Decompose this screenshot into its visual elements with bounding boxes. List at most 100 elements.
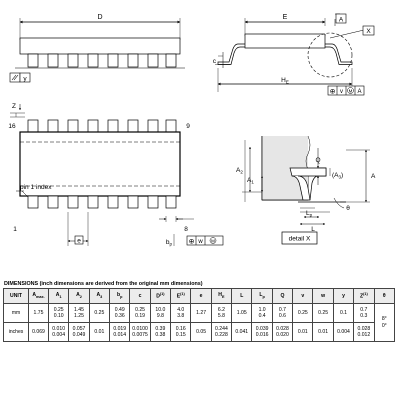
label-w: w	[197, 239, 203, 245]
table-caption: DIMENSIONS (inch dimensions are derived …	[4, 281, 203, 287]
mmc-circle-icon	[347, 87, 354, 94]
label-v-M: M	[349, 88, 353, 93]
table-header-cell: E(1)	[170, 288, 192, 304]
table-cell: 0.01	[88, 322, 111, 342]
table-cell: 0.25	[88, 303, 111, 323]
detail-x-view	[242, 135, 370, 245]
table-cell: 0.25	[292, 303, 314, 323]
label-c: c	[213, 58, 217, 65]
label-D: D	[97, 14, 102, 21]
label-theta: θ	[346, 205, 350, 212]
parallelism-icon	[11, 74, 19, 81]
table-header-cell: Amax.	[28, 288, 49, 304]
table-cell: 0.1	[332, 303, 355, 323]
label-v: v	[340, 89, 343, 95]
table-header-cell: HE	[210, 288, 233, 304]
detail-x-label: detail X	[289, 236, 311, 243]
label-A-datum-top: A	[339, 17, 344, 24]
end-view	[215, 13, 375, 96]
table-cell: 0.05	[190, 322, 212, 342]
label-e: e	[77, 238, 81, 245]
table-cell: 1.75	[28, 303, 49, 323]
table-header-cell: Lp	[251, 288, 273, 304]
table-cell: 0.01	[312, 322, 334, 342]
mmc-circle-icon	[209, 237, 217, 244]
pin-1-index-label: pin 1 index	[20, 184, 52, 191]
table-header-cell: e	[190, 288, 212, 304]
pin-8-label: 8	[184, 226, 188, 233]
table-header-cell: v	[292, 288, 314, 304]
table-cell: 0.004	[332, 322, 355, 342]
table-cell: 0.01	[292, 322, 314, 342]
table-header-cell: bp	[109, 288, 131, 304]
table-cell: 0.041	[231, 322, 253, 342]
table-header-cell: A2	[68, 288, 90, 304]
table-cell: 0.069	[28, 322, 49, 342]
table-header-cell: L	[231, 288, 253, 304]
unit-cell: inches	[3, 322, 29, 342]
label-L: L	[311, 226, 315, 233]
pin-9-label: 9	[186, 123, 190, 130]
label-e-box	[74, 235, 84, 245]
position-symbol-icon: ⊕	[330, 88, 336, 95]
table-header-cell: D(1)	[149, 288, 172, 304]
table-header-cell: θ	[373, 288, 395, 304]
label-A-datum: A	[357, 89, 361, 95]
table-cell: 1.27	[190, 303, 212, 323]
label-A2: A2	[236, 167, 243, 175]
table-header-cell: A3	[88, 288, 111, 304]
table-header-cell: Q	[271, 288, 294, 304]
pin-1-label: 1	[13, 226, 17, 233]
plan-view	[10, 104, 224, 246]
label-A-height: A	[371, 173, 376, 180]
top-side-view	[9, 18, 185, 83]
label-X-ref: X	[366, 28, 371, 35]
label-Lp: Lp	[306, 210, 313, 218]
unit-cell: mm	[3, 303, 29, 323]
table-header-cell: A1	[47, 288, 70, 304]
table-header-cell: c	[129, 288, 151, 304]
pin-16-label: 16	[8, 123, 16, 130]
table-cell: 1.05	[231, 303, 253, 323]
table-cell: 0.25	[312, 303, 334, 323]
label-bp: bp	[166, 239, 173, 247]
table-header-cell: Z(1)	[353, 288, 375, 304]
table-header-cell: w	[312, 288, 334, 304]
label-y: y	[23, 76, 27, 83]
label-HE: HE	[281, 77, 289, 85]
label-Z: Z	[12, 103, 16, 110]
package-outline-drawing: D y E A X c HE ⊕ v M A	[8, 13, 376, 247]
table-header-cell: y	[332, 288, 355, 304]
label-A1: A1	[247, 177, 254, 185]
position-symbol-icon: ⊕	[189, 238, 195, 245]
label-Q: Q	[315, 157, 320, 164]
table-header-cell: UNIT	[3, 288, 29, 304]
label-E: E	[283, 14, 288, 21]
label-w-M: M	[211, 238, 215, 243]
